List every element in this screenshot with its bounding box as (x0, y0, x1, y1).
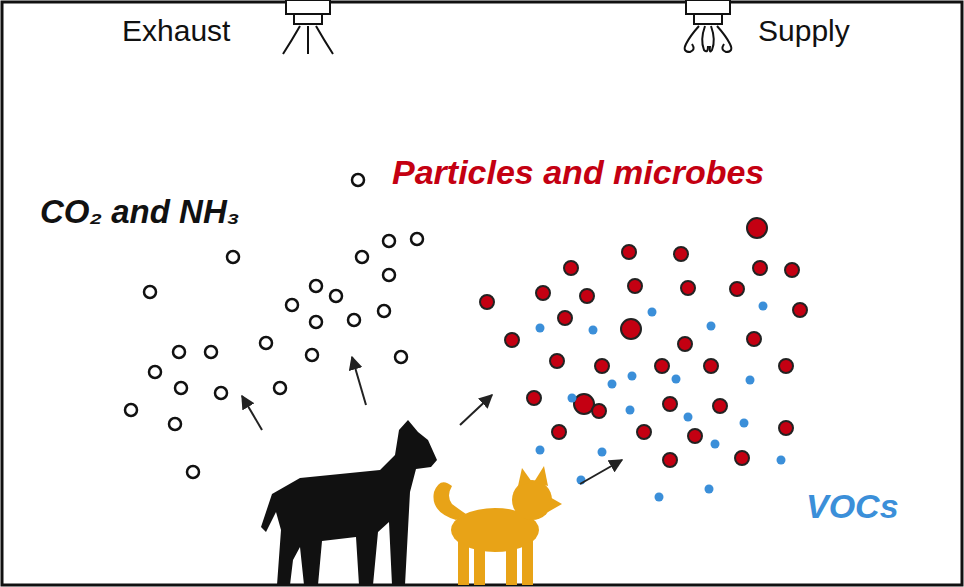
particle-dot (580, 289, 594, 303)
large-dog (261, 420, 437, 585)
particle-dot (793, 303, 807, 317)
gas-molecule (378, 305, 390, 317)
particle-dot (480, 295, 494, 309)
gas-molecule (310, 316, 322, 328)
voc-dot (672, 375, 681, 384)
particle-dot (637, 425, 651, 439)
gas-molecule (175, 382, 187, 394)
gas-molecule (310, 280, 322, 292)
voc-dot (777, 456, 786, 465)
voc-dot (536, 446, 545, 455)
particle-dot (747, 332, 761, 346)
particle-dot (713, 399, 727, 413)
particle-dot (628, 279, 642, 293)
gas-molecule (348, 314, 360, 326)
gas-molecule (205, 346, 217, 358)
voc-dot (684, 413, 693, 422)
gas-molecule (306, 349, 318, 361)
particle-dot (536, 286, 550, 300)
particle-dot (663, 397, 677, 411)
gas-molecule (356, 251, 368, 263)
particle-dot (704, 359, 718, 373)
voc-dot (608, 380, 617, 389)
gas-label: CO₂ and NH₃ (40, 194, 240, 230)
gas-molecule (352, 174, 364, 186)
particle-dot (753, 261, 767, 275)
particle-label: Particles and microbes (392, 154, 764, 191)
particle-dot (527, 391, 541, 405)
particle-dot (622, 245, 636, 259)
voc-dot (655, 493, 664, 502)
particle-dot (663, 453, 677, 467)
gas-molecule (286, 299, 298, 311)
gas-molecule (125, 404, 137, 416)
gas-molecule (274, 382, 286, 394)
supply-vent (685, 0, 732, 52)
particle-dot (505, 333, 519, 347)
voc-dot (598, 448, 607, 457)
gas-molecule (260, 337, 272, 349)
voc-dot (707, 322, 716, 331)
particle-dot (785, 263, 799, 277)
voc-label: VOCs (806, 488, 899, 525)
voc-dot (536, 324, 545, 333)
gas-molecule (173, 346, 185, 358)
particle-dot (674, 247, 688, 261)
voc-dot (746, 376, 755, 385)
voc-dot (628, 372, 637, 381)
particle-dot (558, 311, 572, 325)
particle-dot (655, 359, 669, 373)
vent-label: Exhaust (122, 14, 230, 47)
particle-dot (678, 337, 692, 351)
voc-dot (648, 308, 657, 317)
voc-dot (589, 326, 598, 335)
gas-molecule (149, 366, 161, 378)
voc-dot (705, 485, 714, 494)
gas-molecule (215, 387, 227, 399)
particle-dot (735, 451, 749, 465)
small-dog (433, 466, 562, 585)
particle-dot (747, 218, 767, 238)
particle-dot (621, 319, 641, 339)
gas-molecule (227, 251, 239, 263)
gas-molecule (144, 286, 156, 298)
vent-label: Supply (758, 14, 850, 47)
particle-dot (688, 429, 702, 443)
particle-dot (779, 359, 793, 373)
particle-dot (681, 281, 695, 295)
particle-dot (552, 425, 566, 439)
gas-molecule (169, 418, 181, 430)
particle-dot (592, 404, 606, 418)
particle-dot (595, 359, 609, 373)
gas-molecule (395, 351, 407, 363)
particle-dot (564, 261, 578, 275)
voc-dot (740, 419, 749, 428)
particle-dot (779, 421, 793, 435)
gas-molecule (383, 235, 395, 247)
gas-molecule (187, 466, 199, 478)
gas-molecule (383, 269, 395, 281)
gas-molecule (330, 290, 342, 302)
exhaust-vent (283, 0, 333, 54)
voc-dot (711, 440, 720, 449)
voc-dot (568, 394, 577, 403)
particle-dot (550, 354, 564, 368)
voc-dot (626, 406, 635, 415)
voc-dot (759, 302, 768, 311)
particle-dot (730, 282, 744, 296)
gas-molecule (411, 233, 423, 245)
